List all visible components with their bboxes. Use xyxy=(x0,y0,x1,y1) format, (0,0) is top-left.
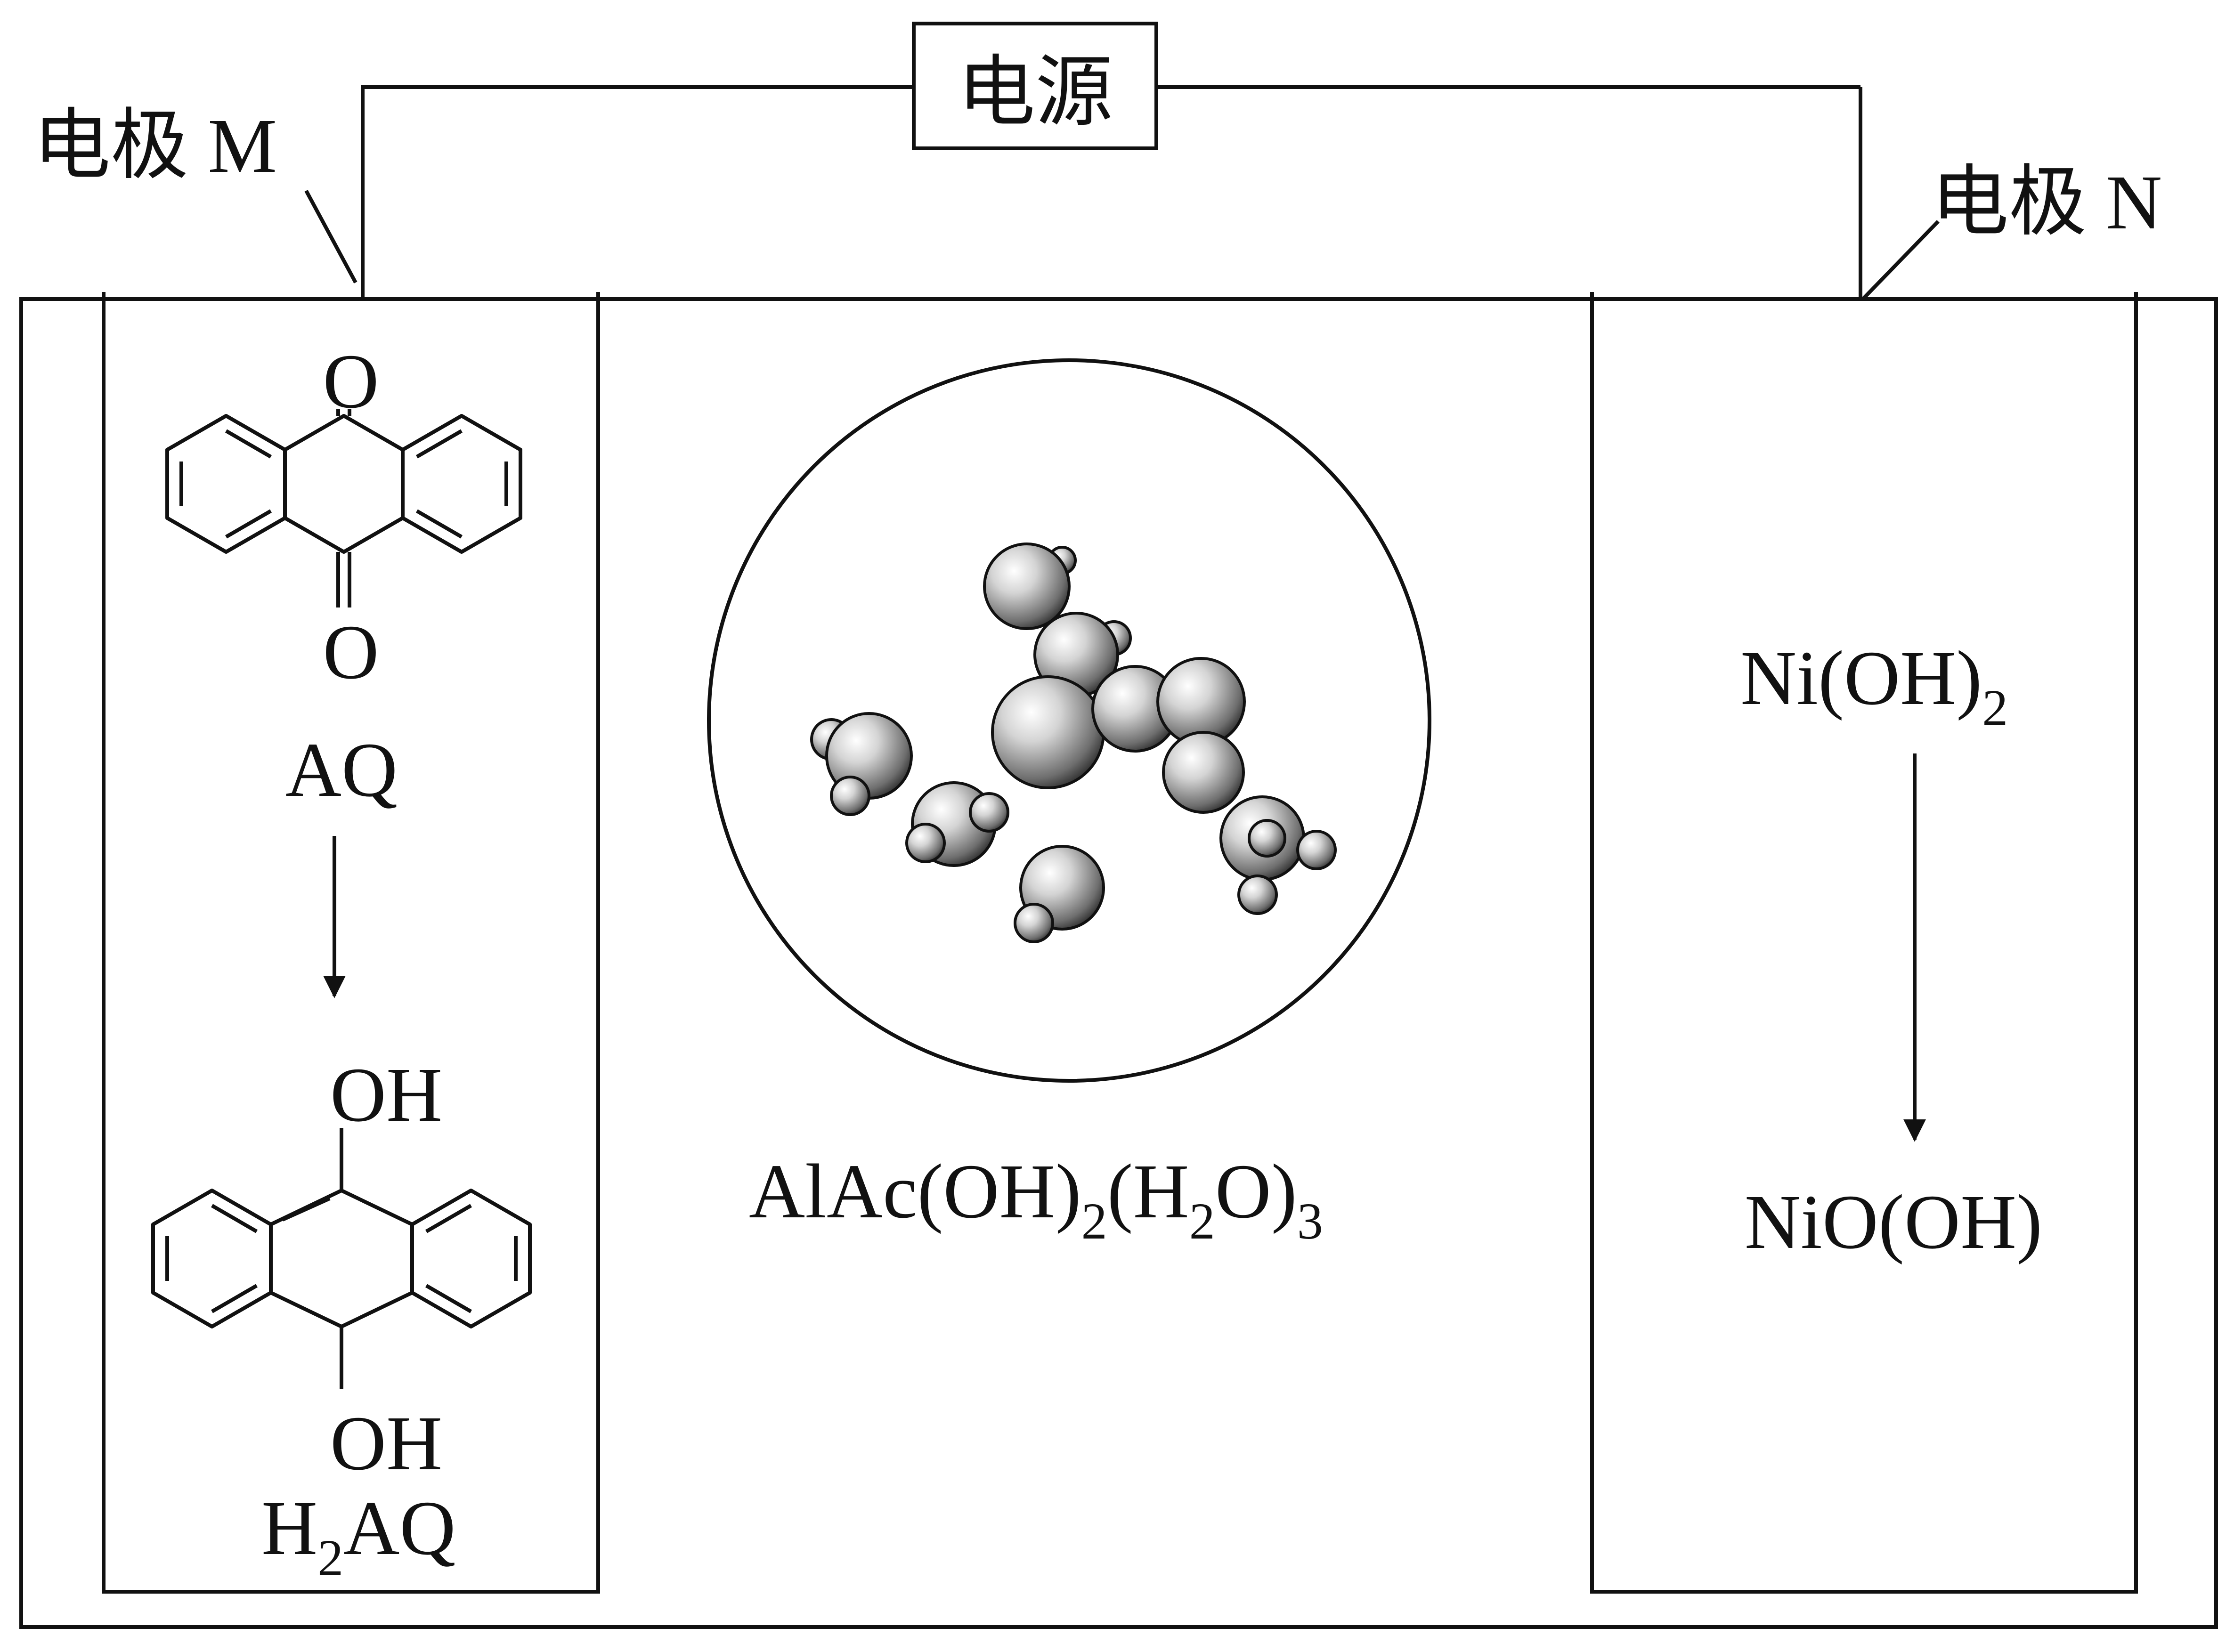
electrode-m-label: 电极 M xyxy=(33,103,277,189)
aq-bottom-oxygen: O xyxy=(323,609,379,695)
h2aq-structure xyxy=(151,1128,532,1389)
right-compartment xyxy=(1590,292,2138,1594)
electrolyte-formula: AlAc(OH)2(H2O)3 xyxy=(749,1148,1323,1250)
h2aq-label: H2AQ xyxy=(261,1485,456,1587)
right-reactant-formula: Ni(OH)2 xyxy=(1740,635,2008,737)
power-supply-label: 电源 xyxy=(958,49,1113,136)
electrolysis-tank xyxy=(19,297,2218,1629)
circuit-wire xyxy=(361,85,914,299)
electrolyte-circle xyxy=(707,358,1431,1083)
aq-structure xyxy=(165,409,522,607)
aq-label: AQ xyxy=(285,727,398,813)
electrode-n-leader xyxy=(1861,220,1940,300)
molecule-cluster xyxy=(810,543,1337,943)
aq-top-oxygen: O xyxy=(323,338,379,424)
h2aq-bottom-hydroxyl: OH xyxy=(330,1400,442,1486)
left-compartment xyxy=(102,292,600,1594)
power-supply-box xyxy=(912,22,1158,150)
electrode-m-leader xyxy=(304,190,357,283)
electrode-n-label: 电极 N xyxy=(1931,159,2162,245)
h2aq-top-hydroxyl: OH xyxy=(330,1052,442,1138)
right-product-formula: NiO(OH) xyxy=(1745,1179,2042,1265)
